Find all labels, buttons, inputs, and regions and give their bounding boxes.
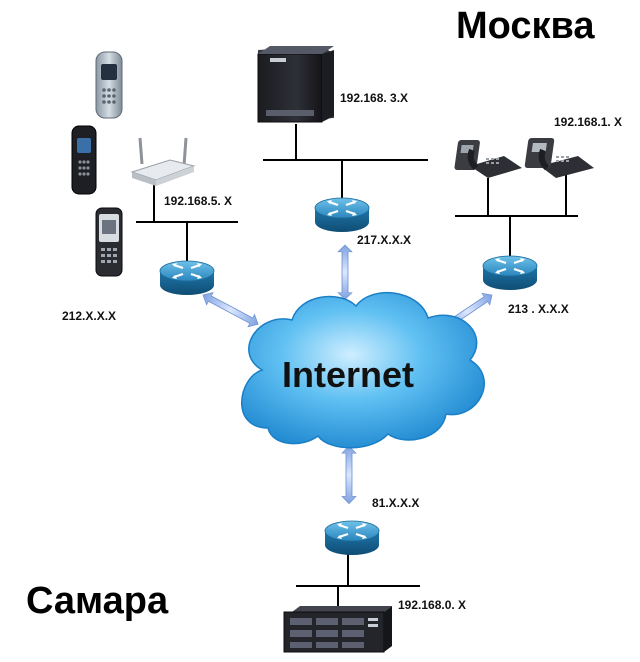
label-wan-left: 212.X.X.X [62,309,116,323]
internet-cloud: Internet [241,292,485,449]
arrow-left [199,288,262,331]
router-icon [313,196,371,234]
router-icon [323,519,381,557]
dect-handset-icon [95,51,123,119]
label-subnet-moscow-pbx: 192.168. 3.X [340,91,408,105]
desk-phone-icon [524,138,594,178]
label-subnet-samara: 192.168.0. X [398,598,466,612]
arrow-samara [341,445,357,505]
router-icon [158,259,216,297]
city-label-moscow: Москва [456,5,595,47]
label-subnet-dect: 192.168.5. X [164,194,232,208]
label-subnet-phones: 192.168.1. X [554,115,622,129]
rack-pbx-icon [283,606,392,653]
label-wan-center: 217.X.X.X [357,233,411,247]
dect-handset-icon [71,125,97,195]
access-point-icon [130,137,196,186]
city-label-samara: Самара [26,580,169,622]
arrow-center [337,244,353,300]
pbx-icon [257,46,334,123]
desk-phone-icon [454,140,522,178]
mobile-phone-icon [95,207,123,277]
router-icon [481,254,539,292]
label-wan-right: 213 . X.X.X [508,302,569,316]
label-wan-samara: 81.X.X.X [372,496,419,510]
internet-label: Internet [282,354,414,395]
